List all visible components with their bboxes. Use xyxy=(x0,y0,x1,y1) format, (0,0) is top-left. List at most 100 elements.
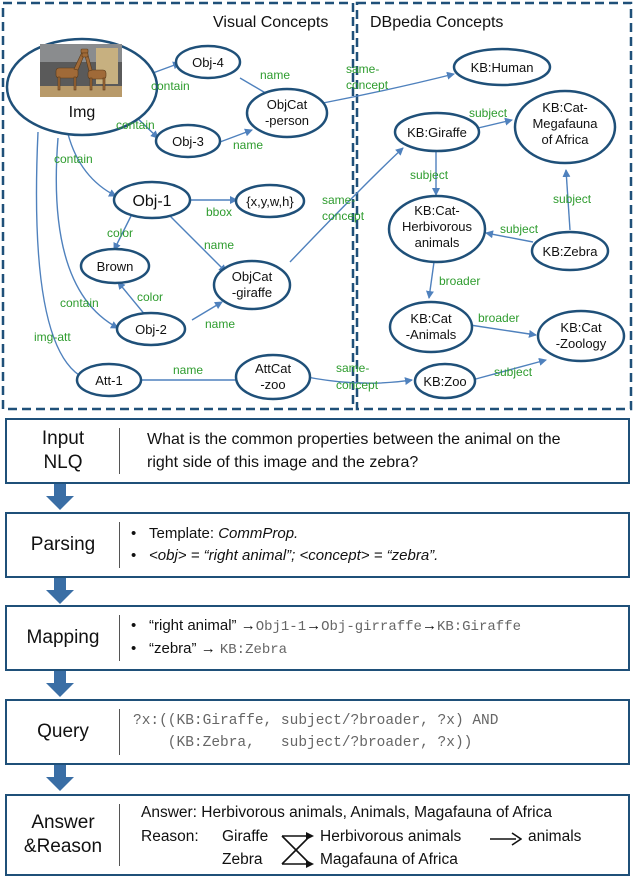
reason-herbivorous: Herbivorous animals xyxy=(320,828,462,845)
arrow-icon: → xyxy=(421,617,437,634)
node-kb-zoo xyxy=(413,362,477,400)
template-prefix: Template: xyxy=(149,525,219,542)
step-answer-label: Answer&Reason xyxy=(7,796,119,874)
node-objcat-giraffe-label-1: ObjCat xyxy=(232,269,273,284)
reason-megafauna: Magafauna of Africa xyxy=(320,851,458,868)
edge-zoocat-kbzoo xyxy=(301,375,413,386)
node-kb-zebra-label: KB:Zebra xyxy=(543,244,599,259)
step-divider xyxy=(119,709,120,755)
node-kb-giraffe xyxy=(393,111,481,153)
step-parsing-body: •Template: CommProp. •<obj> = “right ani… xyxy=(131,514,620,576)
edge-obj2-brown xyxy=(117,281,147,317)
edge-herb-animals xyxy=(426,261,435,299)
step-query-label: Query xyxy=(37,721,89,742)
zoo-giraffe-photo xyxy=(40,44,122,97)
edge-obj1-giraffecat xyxy=(167,213,227,273)
edge-obj1-brown xyxy=(113,213,133,251)
reason-giraffe: Giraffe xyxy=(222,828,269,845)
edge-label-broader-animals: broader xyxy=(478,311,519,325)
edge-zoo-zoology xyxy=(471,357,547,381)
node-att1 xyxy=(75,362,143,398)
node-objcat-person-label-1: ObjCat xyxy=(267,97,308,112)
edge-label-color-obj2: color xyxy=(137,290,163,304)
node-attcat-zoo-label-2: -zoo xyxy=(260,377,285,392)
node-kb-human-label: KB:Human xyxy=(471,60,534,75)
edge-img-obj1 xyxy=(67,133,117,197)
query-line-1: ?x:((KB:Giraffe, subject/?broader, ?x) A… xyxy=(133,713,499,729)
step-mapping-body: • “right animal” →Obj1-1→Obj-girraffe→KB… xyxy=(131,607,620,669)
edge-img-obj2 xyxy=(55,137,119,329)
arrow-icon: → xyxy=(306,617,322,634)
parsing-bullet-slots: •<obj> = “right animal”; <concept> = “ze… xyxy=(131,545,620,567)
node-objcat-giraffe xyxy=(212,259,292,311)
edge-img-att1 xyxy=(35,131,85,379)
edge-obj2-giraffecat xyxy=(191,301,223,321)
edge-label-contain-obj1: contain xyxy=(54,152,93,166)
edge-label-name-obj4: name xyxy=(260,68,290,82)
node-kb-herbivorous-label-1: KB:Cat- xyxy=(414,203,460,218)
node-obj1-label: Obj-1 xyxy=(132,193,171,210)
node-img-label: Img xyxy=(69,104,96,121)
node-kb-zoology xyxy=(536,309,626,363)
down-arrow-3 xyxy=(46,671,74,697)
edge-obj3-person xyxy=(219,128,253,143)
edge-label-name-obj2: name xyxy=(205,317,235,331)
edge-label-contain-obj4: contain xyxy=(151,79,190,93)
node-kb-animals-label-1: KB:Cat xyxy=(410,311,452,326)
edge-zebra-mega xyxy=(562,169,571,231)
node-attcat-zoo xyxy=(234,353,312,401)
query-line-2: (KB:Zebra, subject/?broader, ?x)) xyxy=(133,735,473,751)
edge-label-same-concept-1a: same- xyxy=(346,62,379,76)
edge-label-color-obj1: color xyxy=(107,226,133,240)
mapping-bullet-zebra: • “zebra” → KB:Zebra xyxy=(131,640,288,658)
edge-label-name-obj3: name xyxy=(233,138,263,152)
step-divider xyxy=(119,522,120,568)
edge-label-name-obj1: name xyxy=(204,238,234,252)
step-mapping-label: Mapping xyxy=(26,627,100,648)
node-kb-zebra xyxy=(530,230,610,272)
node-kb-giraffe-label: KB:Giraffe xyxy=(407,125,467,140)
edge-label-bbox: bbox xyxy=(206,205,232,219)
long-arrow-icon xyxy=(490,832,522,846)
arrow-icon: → xyxy=(240,617,256,634)
dbpedia-concepts-panel xyxy=(355,1,633,411)
parsing-bullet-template: •Template: CommProp. xyxy=(131,525,299,542)
step-answer-reason: Answer&Reason Answer: Herbivorous animal… xyxy=(5,794,630,876)
mapping-kb-zebra: KB:Zebra xyxy=(219,642,288,658)
edge-person-kbhuman xyxy=(317,71,455,105)
down-arrow-2 xyxy=(46,578,74,604)
node-objcat-person-label-2: -person xyxy=(265,113,309,128)
node-kb-zoology-label-2: -Zoology xyxy=(556,336,607,351)
node-obj2-label: Obj-2 xyxy=(135,322,167,337)
edge-label-subject-giraffe-herb: subject xyxy=(410,168,449,182)
step-divider xyxy=(119,615,120,661)
reason-zebra: Zebra xyxy=(222,851,263,868)
edge-label-img-att: img-att xyxy=(34,330,71,344)
step-divider xyxy=(119,804,120,866)
edge-label-same-concept-3a: same- xyxy=(336,361,369,375)
edge-giraffe-mega xyxy=(477,117,513,129)
cross-arrows-icon xyxy=(281,832,314,868)
step-input-label-line-1: Input xyxy=(41,428,85,449)
node-kb-human xyxy=(452,47,552,87)
node-obj3-label: Obj-3 xyxy=(172,134,204,149)
node-kb-zoo-label: KB:Zoo xyxy=(423,374,466,389)
edge-label-subject-zebra-mega: subject xyxy=(553,192,592,206)
step-answer-label-line-2: &Reason xyxy=(23,836,103,857)
edge-animals-zoology xyxy=(469,324,537,338)
node-kb-zoology-label-1: KB:Cat xyxy=(560,320,602,335)
node-obj3 xyxy=(154,123,222,159)
mapping-chain-objcat: Obj-girraffe xyxy=(321,619,422,635)
edge-giraffecat-kbgiraffe xyxy=(289,147,404,263)
node-objcat-giraffe-label-2: -giraffe xyxy=(232,285,272,300)
nlq-line-2: right side of this image and the zebra? xyxy=(147,454,419,471)
dbpedia-concepts-title: DBpedia Concepts xyxy=(370,14,503,31)
node-kb-megafauna-label-3: of Africa xyxy=(542,132,590,147)
step-query: Query ?x:((KB:Giraffe, subject/?broader,… xyxy=(5,699,630,765)
step-answer-label-line-1: Answer xyxy=(31,812,95,833)
reason-animals: animals xyxy=(528,828,582,845)
reason-label: Reason: xyxy=(141,828,199,845)
node-obj1 xyxy=(112,180,192,220)
node-attcat-zoo-label-1: AttCat xyxy=(255,361,292,376)
